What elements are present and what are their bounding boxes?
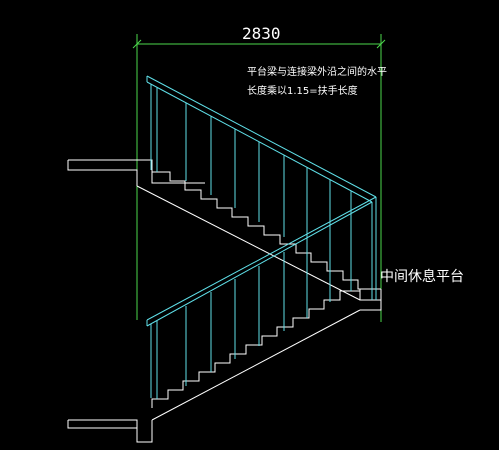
note-line-1: 平台梁与连接梁外沿之间的水平 — [247, 65, 387, 78]
landing-label: 中间休息平台 — [380, 268, 464, 285]
dimension-value: 2830 — [242, 24, 281, 43]
note-line-2: 长度乘以1.15=扶手长度 — [247, 84, 358, 97]
lower-balusters — [150, 216, 352, 399]
middle-landing-slab — [359, 289, 382, 311]
upper-flight-steps — [136, 167, 381, 301]
lower-landing-slab — [67, 419, 153, 443]
lower-flight-steps — [151, 290, 361, 421]
handrail — [146, 75, 377, 327]
upper-balusters — [150, 84, 352, 274]
